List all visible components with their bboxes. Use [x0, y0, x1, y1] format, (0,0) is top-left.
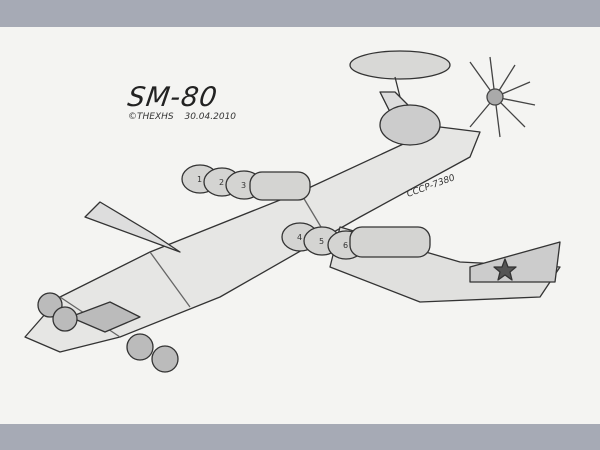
engine-number: 6: [343, 241, 348, 250]
star-insignia: [493, 258, 517, 281]
author: ©THEXHS: [128, 112, 174, 122]
fuselage: [24, 126, 481, 353]
drawing-title: SM-80: [125, 82, 220, 113]
nose-engines: [37, 292, 179, 373]
engine-number: 2: [219, 178, 224, 187]
engine-number: 3: [241, 181, 246, 190]
propeller: [469, 56, 536, 138]
signature: ©THEXHS 30.04.2010: [128, 112, 244, 122]
engine-number: 5: [319, 237, 324, 246]
engine-pod-upper: [181, 164, 311, 201]
engine-number: 4: [297, 233, 302, 242]
radar-dome: [349, 50, 451, 80]
cockpit: [69, 301, 141, 333]
left-wing: [84, 201, 181, 253]
tail-engine: [379, 104, 441, 146]
engine-pod-lower: [281, 222, 431, 260]
wingtip-float: [469, 241, 561, 283]
engine-number: 1: [197, 175, 202, 184]
date: 30.04.2010: [184, 112, 237, 122]
